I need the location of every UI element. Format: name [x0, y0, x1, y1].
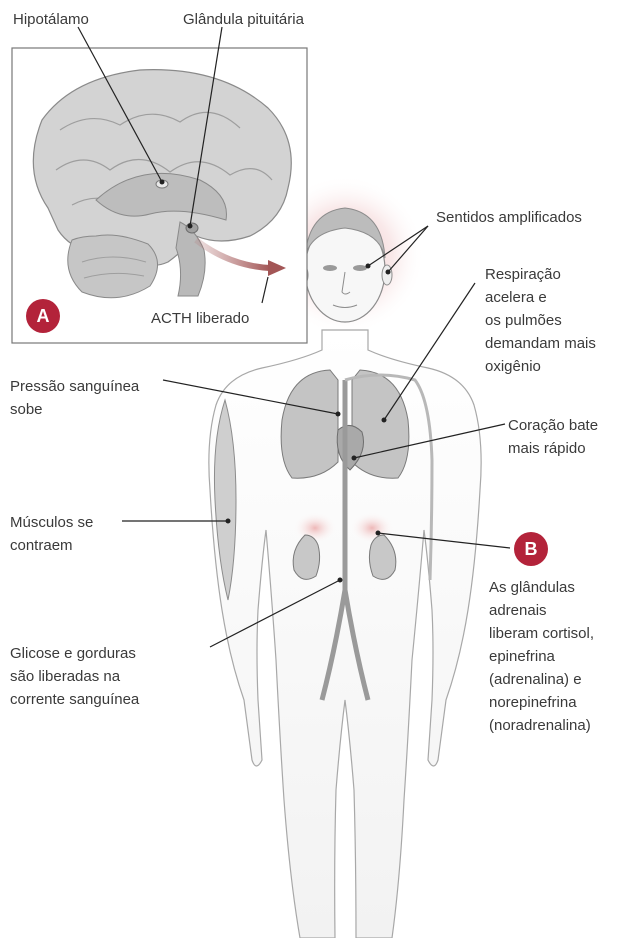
label-senses: Sentidos amplificados [436, 206, 582, 229]
label-blood-pressure: Pressão sanguínea sobe [10, 375, 139, 421]
badge-a: A [26, 299, 60, 333]
label-acth: ACTH liberado [151, 307, 249, 330]
label-pituitary: Glândula pituitária [183, 8, 304, 31]
label-hypothalamus: Hipotálamo [13, 8, 89, 31]
label-glucose: Glicose e gorduras são liberadas na corr… [10, 642, 139, 711]
badge-b: B [514, 532, 548, 566]
label-breathing: Respiração acelera e os pulmões demandam… [485, 263, 596, 378]
label-heart: Coração bate mais rápido [508, 414, 598, 460]
label-adrenals: As glândulas adrenais liberam cortisol, … [489, 576, 594, 737]
label-muscles: Músculos se contraem [10, 511, 93, 557]
